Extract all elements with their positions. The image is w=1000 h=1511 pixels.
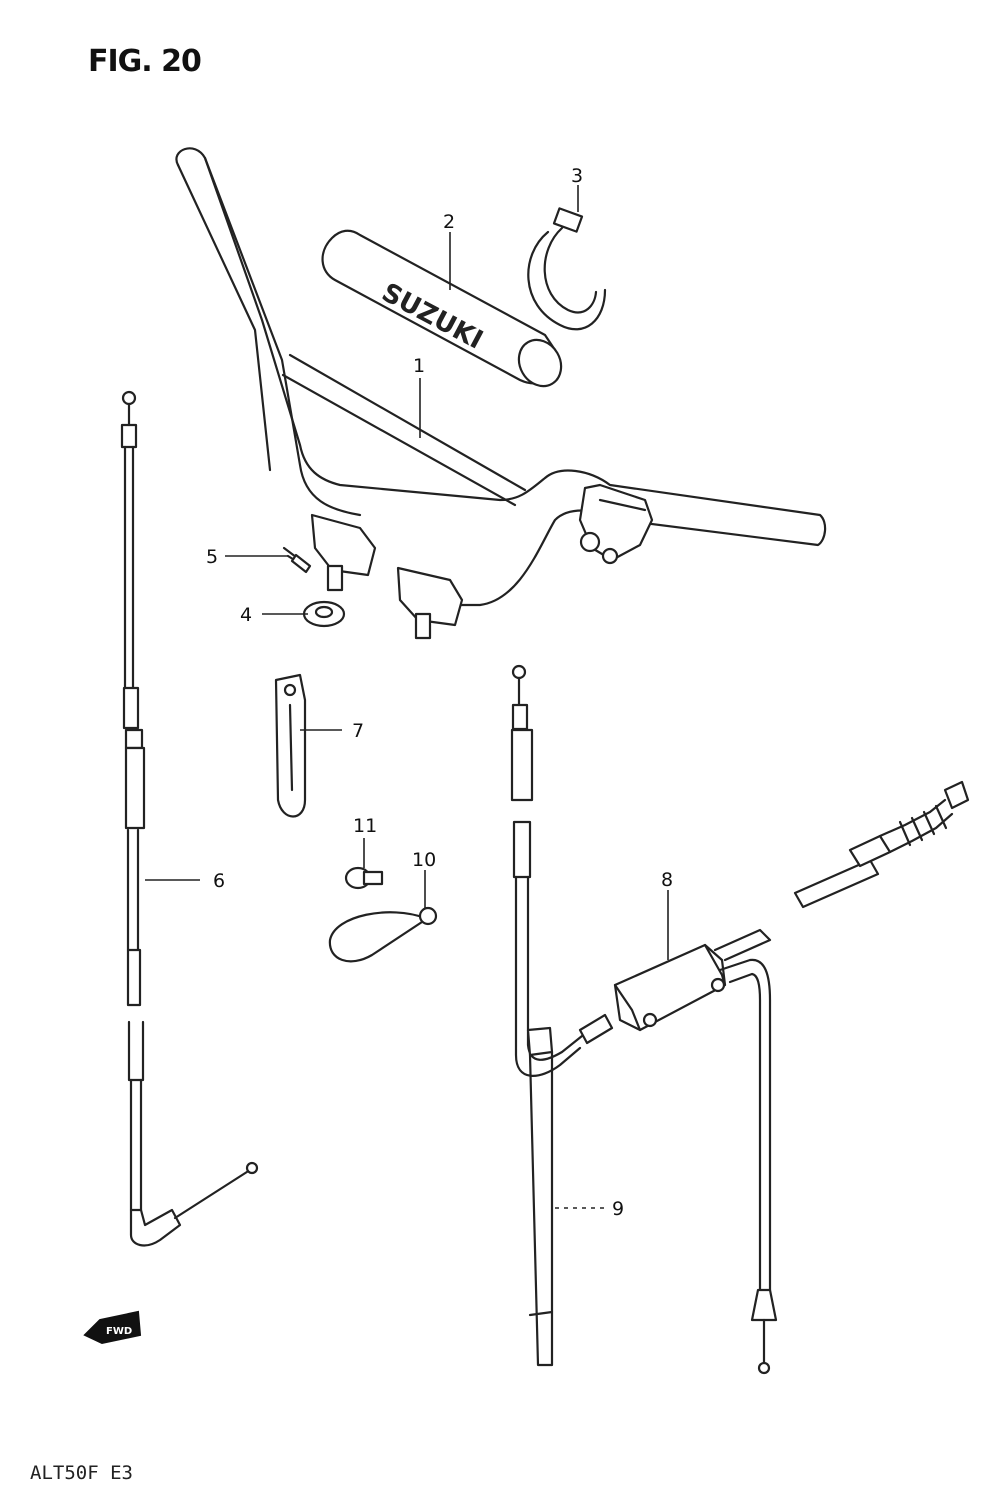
cable-strap[interactable] (526, 1026, 554, 1367)
callout-leaders (145, 185, 669, 1209)
callout-8: 8 (661, 869, 673, 891)
callout-4: 4 (240, 604, 252, 626)
callout-2: 2 (443, 211, 455, 233)
nut-part-4[interactable] (302, 600, 346, 628)
model-code-footer: ALT50F E3 (30, 1462, 133, 1484)
cable-assembly[interactable] (510, 664, 970, 1375)
band-clip[interactable] (527, 207, 607, 331)
handlebar[interactable] (175, 147, 827, 607)
callout-1: 1 (413, 355, 425, 377)
forward-direction-badge: FWD (83, 1310, 142, 1345)
throttle-cable-left[interactable] (120, 390, 259, 1247)
callout-9: 9 (612, 1198, 624, 1220)
callout-5: 5 (206, 546, 218, 568)
callout-10: 10 (412, 849, 436, 871)
callout-11: 11 (353, 815, 377, 837)
figure-title: FIG. 20 (88, 44, 202, 79)
clip-ring[interactable] (328, 906, 438, 963)
bolt-part-11[interactable] (344, 866, 384, 890)
callout-labels: 1 2 3 4 5 6 7 8 9 10 11 (206, 165, 673, 1220)
cable-bracket[interactable] (274, 673, 307, 818)
forward-badge-text: FWD (106, 1326, 132, 1337)
handlebar-clamp[interactable] (310, 513, 464, 640)
callout-7: 7 (352, 720, 364, 742)
callout-6: 6 (213, 870, 225, 892)
callout-3: 3 (571, 165, 583, 187)
bolt-part-5[interactable] (282, 546, 312, 574)
